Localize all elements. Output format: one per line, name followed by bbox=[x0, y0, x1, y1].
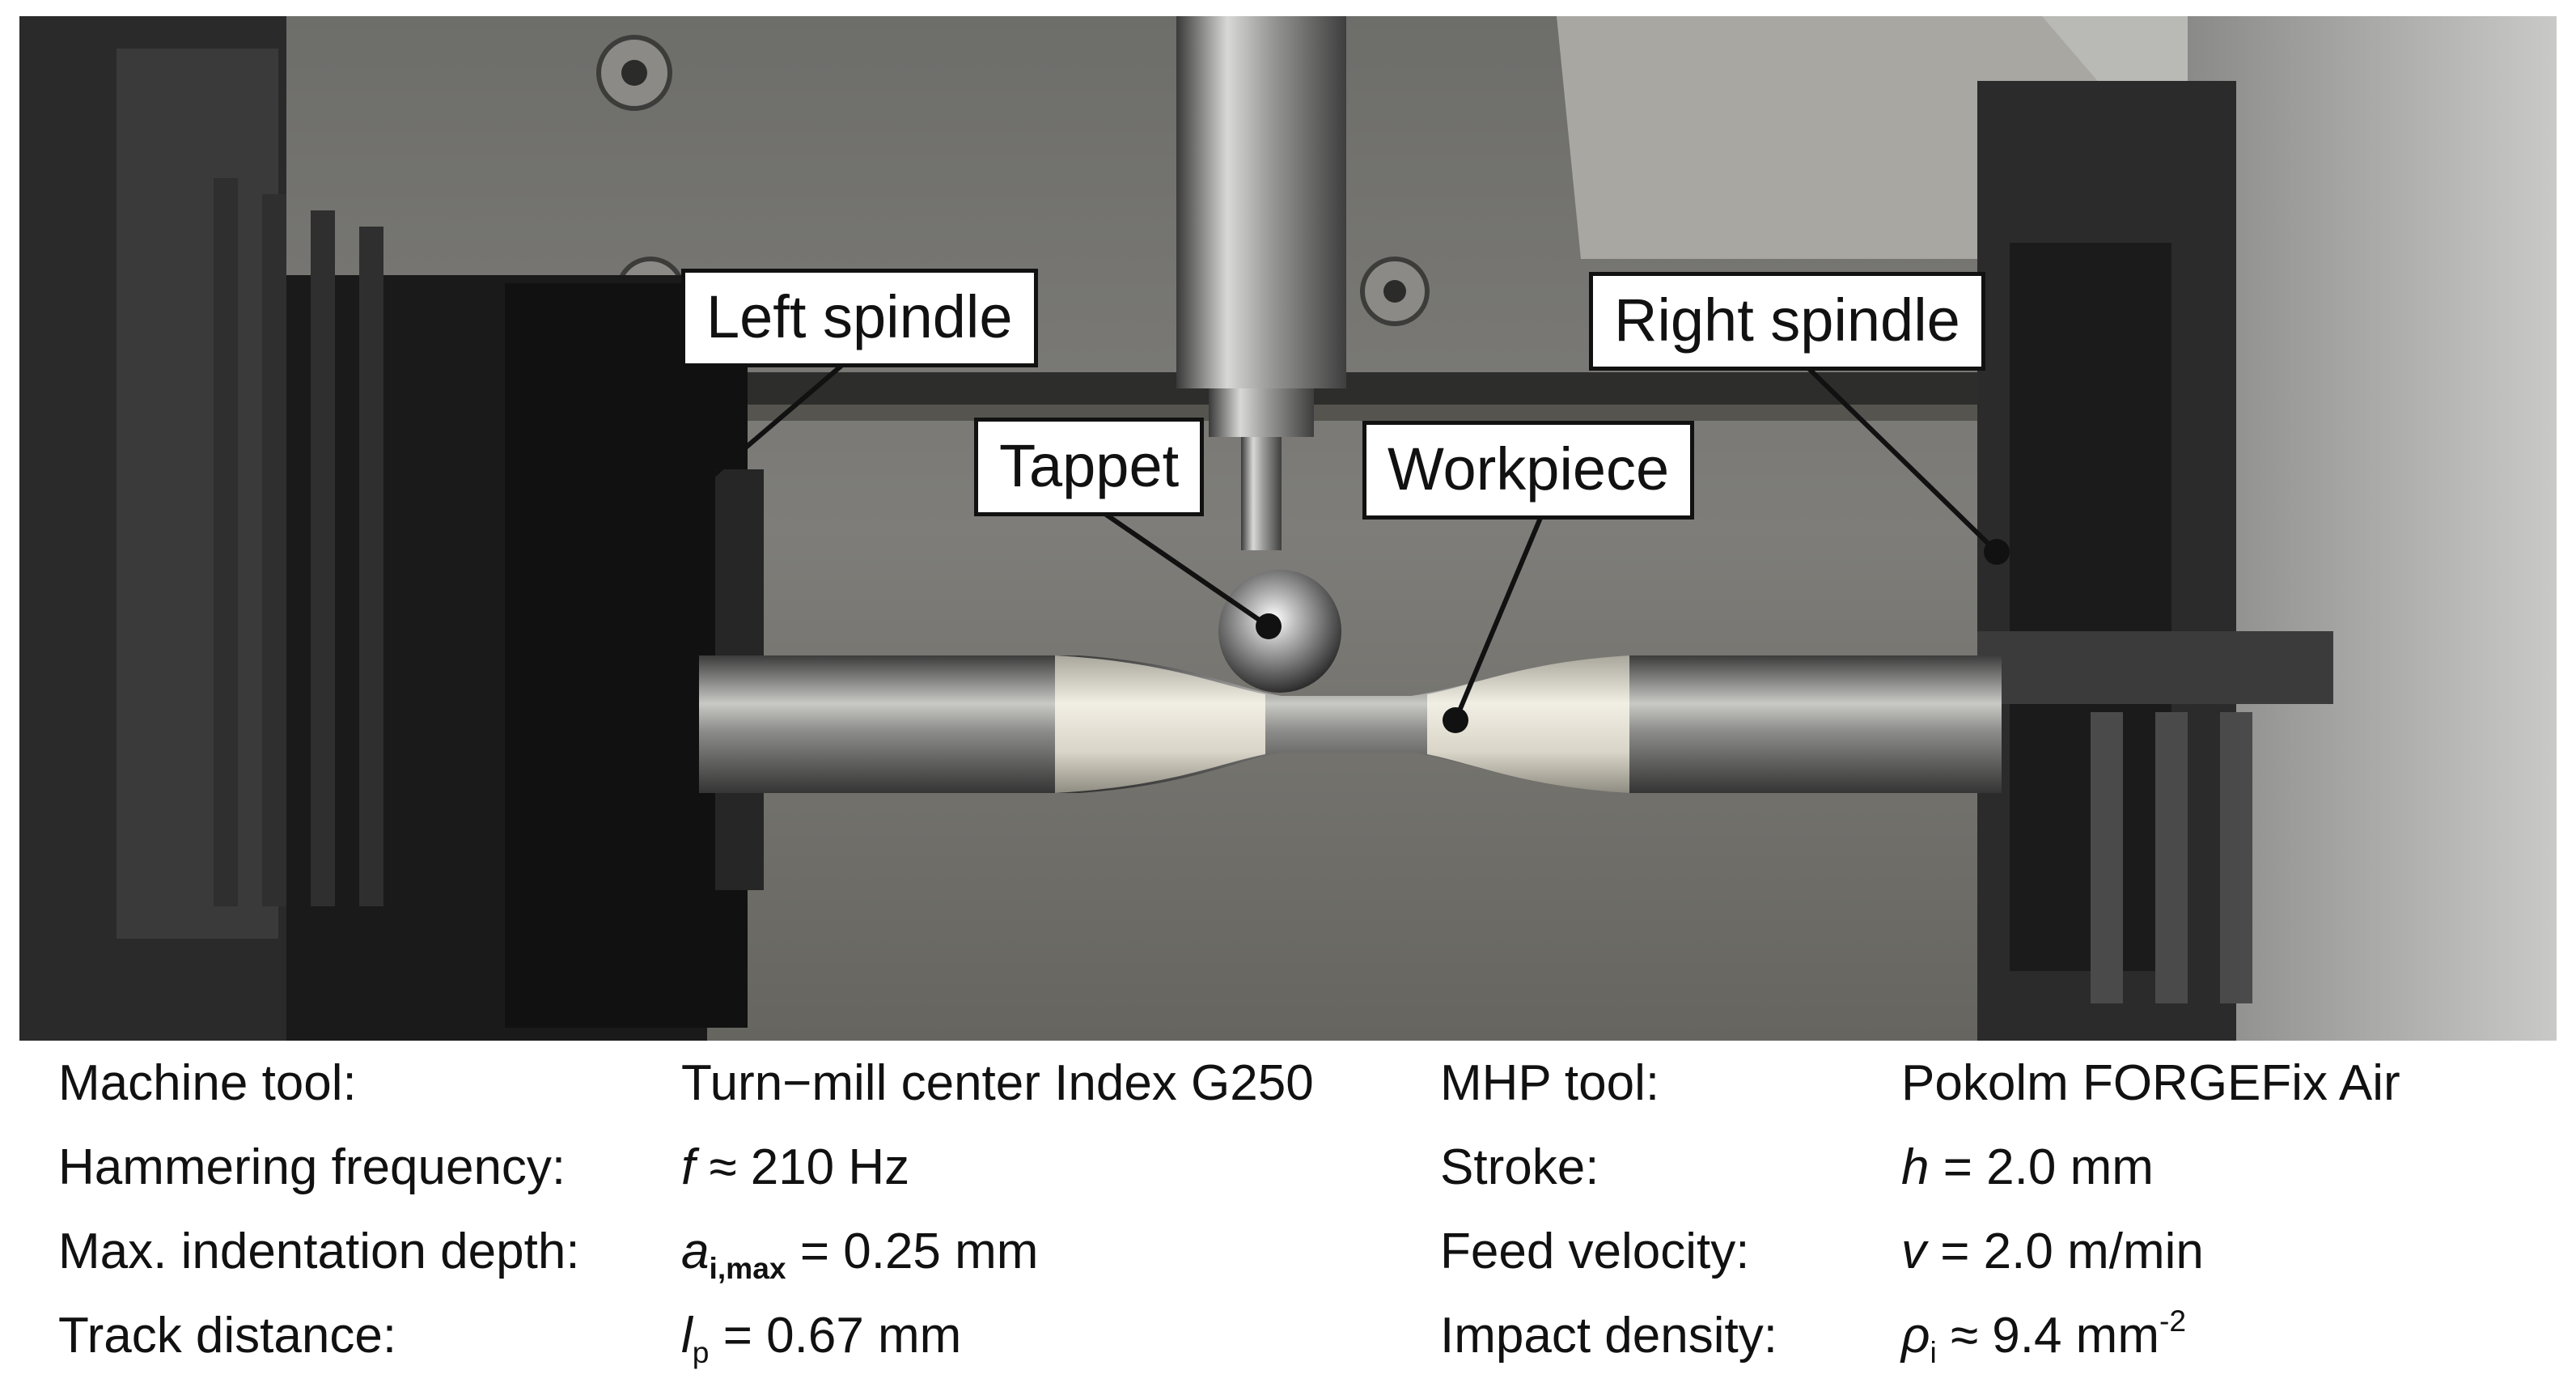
param-label: Stroke: bbox=[1440, 1139, 1599, 1195]
param-symbol: h bbox=[1901, 1139, 1930, 1195]
param-symbol: ρ bbox=[1901, 1308, 1930, 1364]
param-value: v = 2.0 m/min bbox=[1901, 1227, 2204, 1277]
param-number: = 0.25 mm bbox=[799, 1224, 1039, 1279]
parameter-table: Machine tool: Turn−mill center Index G25… bbox=[0, 1041, 2576, 1387]
param-symbol: f bbox=[681, 1139, 696, 1195]
param-label: Max. indentation depth: bbox=[58, 1224, 580, 1279]
param-value: ai,max = 0.25 mm bbox=[681, 1224, 1039, 1283]
param-value: lp = 0.67 mm bbox=[681, 1308, 962, 1368]
photo-illustration bbox=[19, 16, 2557, 1041]
param-symbol: a bbox=[681, 1224, 710, 1279]
param-subscript: i,max bbox=[709, 1251, 786, 1286]
param-number: = 0.67 mm bbox=[722, 1308, 962, 1364]
param-value: f ≈ 210 Hz bbox=[681, 1143, 909, 1193]
param-value: ρi ≈ 9.4 mm-2 bbox=[1901, 1305, 2186, 1367]
param-value: Pokolm FORGEFix Air bbox=[1901, 1055, 2400, 1111]
param-symbol: v bbox=[1901, 1224, 1926, 1279]
param-value: Turn−mill center Index G250 bbox=[681, 1055, 1314, 1111]
param-value: h = 2.0 mm bbox=[1901, 1143, 2154, 1193]
param-number: = 2.0 m/min bbox=[1940, 1224, 2204, 1279]
machine-photo: Left spindle Tappet Workpiece Right spin… bbox=[19, 16, 2557, 1041]
param-label: Hammering frequency: bbox=[58, 1139, 566, 1195]
param-label: Feed velocity: bbox=[1440, 1224, 1750, 1279]
param-number: = 2.0 mm bbox=[1943, 1139, 2154, 1195]
param-number: ≈ 9.4 mm bbox=[1951, 1308, 2159, 1364]
param-number: ≈ 210 Hz bbox=[709, 1139, 910, 1195]
param-label: Machine tool: bbox=[58, 1055, 357, 1111]
callout-tappet: Tappet bbox=[974, 418, 1205, 516]
param-label: Track distance: bbox=[58, 1308, 397, 1364]
param-symbol: l bbox=[681, 1308, 693, 1364]
param-subscript: p bbox=[692, 1335, 710, 1370]
param-superscript: -2 bbox=[2159, 1303, 2187, 1338]
param-label: Impact density: bbox=[1440, 1308, 1777, 1364]
param-label: MHP tool: bbox=[1440, 1055, 1660, 1111]
callout-workpiece: Workpiece bbox=[1362, 421, 1695, 520]
param-subscript: i bbox=[1930, 1335, 1937, 1370]
callout-right-spindle: Right spindle bbox=[1589, 272, 1985, 371]
callout-left-spindle: Left spindle bbox=[681, 269, 1038, 367]
